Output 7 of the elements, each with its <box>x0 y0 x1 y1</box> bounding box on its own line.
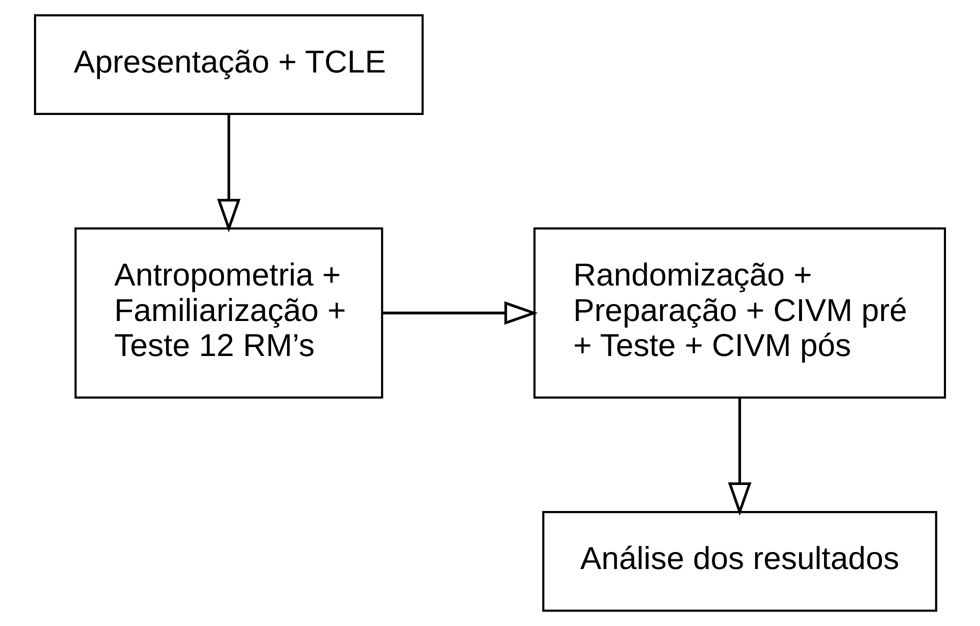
arrow <box>382 301 538 325</box>
node-box: Antropometria + Familiarização + Teste 12 RM’s <box>74 227 384 399</box>
node-box: Apresentação + TCLE <box>34 14 424 115</box>
node-box: Análise dos resultados <box>542 511 938 612</box>
arrow <box>217 114 241 232</box>
arrow <box>728 398 752 516</box>
node-box: Randomização + Preparação + CIVM pré + Teste + CIVM pós <box>533 227 946 399</box>
